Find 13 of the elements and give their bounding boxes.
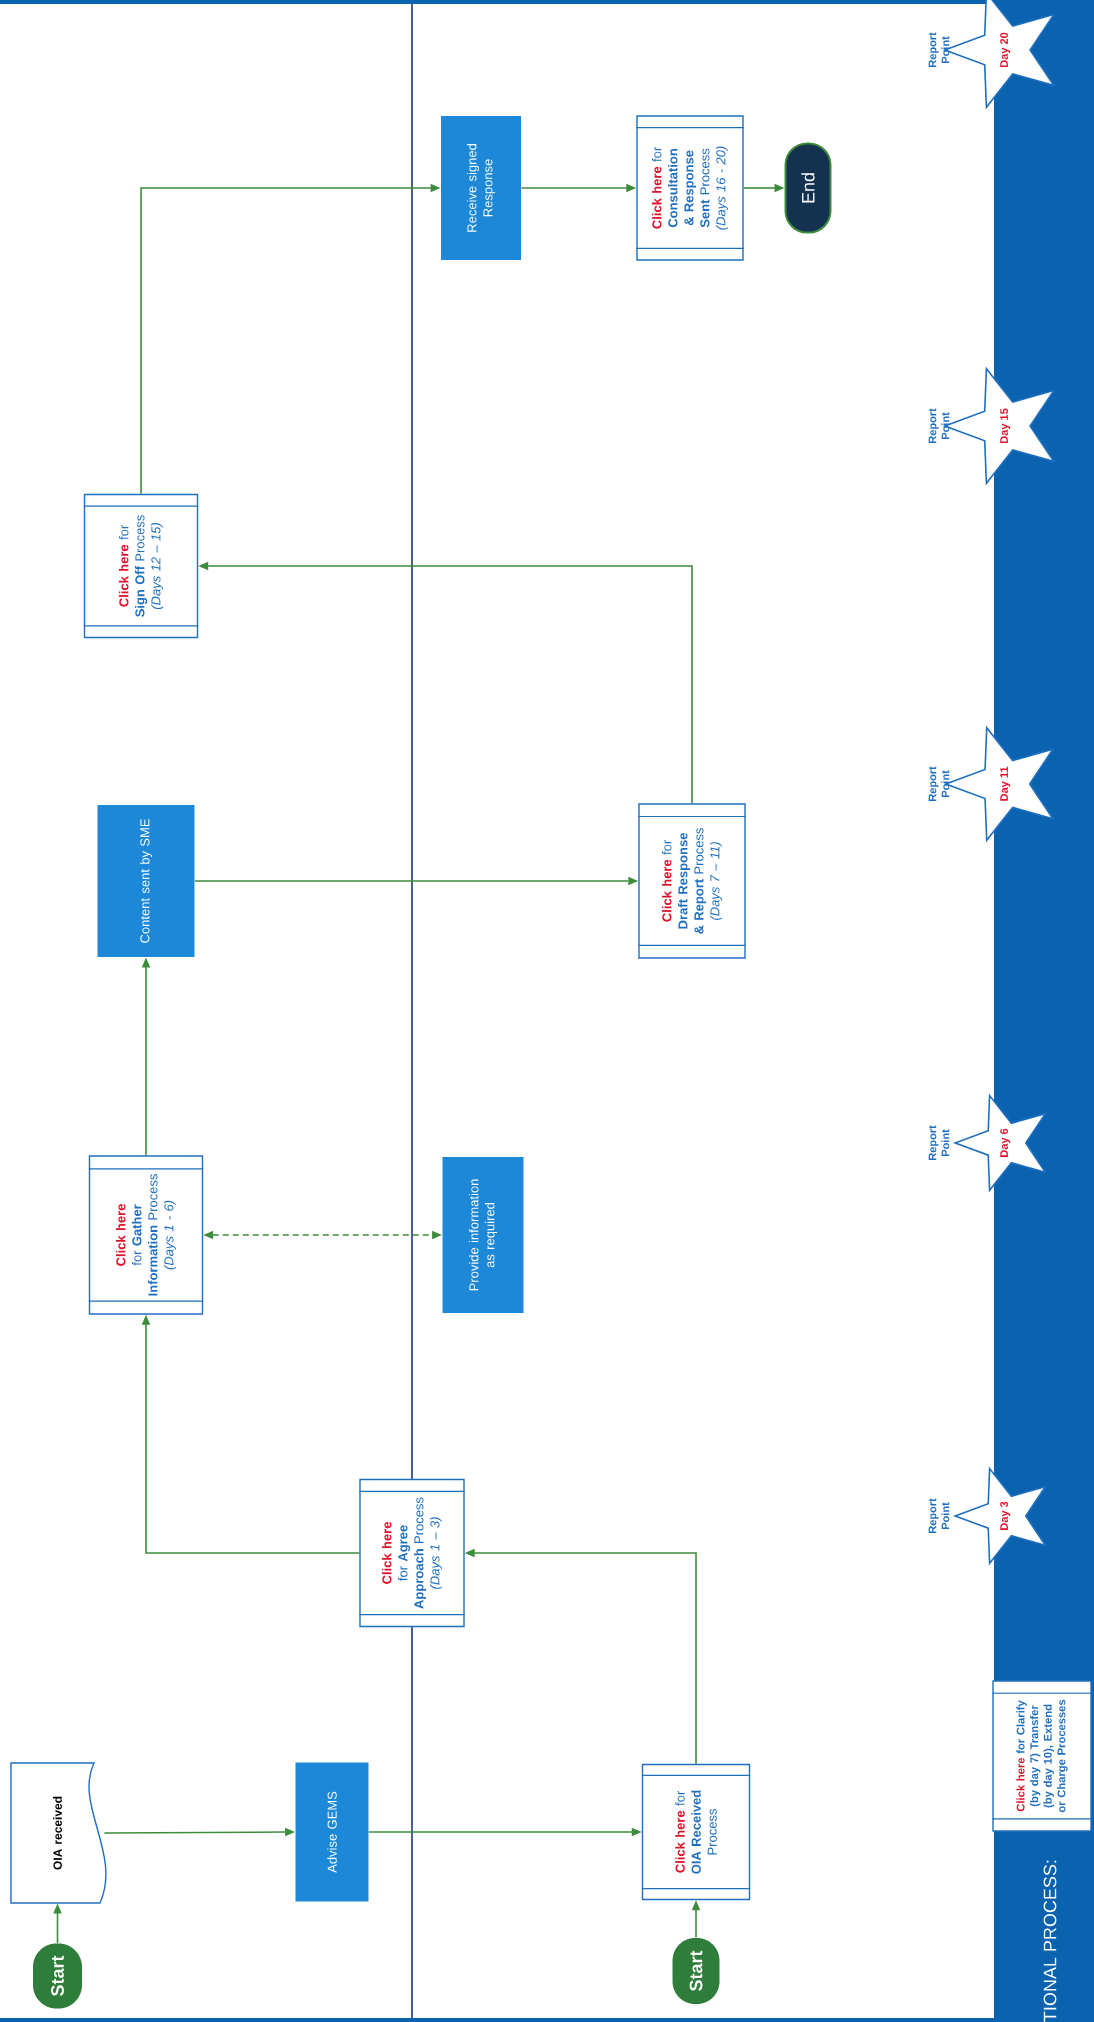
process-box: Receive signed Response: [441, 116, 521, 260]
star-caption: Report Point: [928, 1125, 950, 1160]
process-box: Provide information as required: [442, 1157, 524, 1313]
terminator-pill: Start: [672, 1938, 720, 2004]
terminator-pill: End: [784, 142, 832, 234]
star-caption: Report Point: [928, 766, 950, 801]
process-box: Advise GEMS: [295, 1762, 369, 1902]
process-box: Content sent by SME: [97, 805, 195, 957]
star-caption: Report Point: [928, 32, 950, 67]
star-caption: Report Point: [928, 1498, 950, 1533]
star-caption: Report Point: [928, 408, 950, 443]
section-heading: TIONAL PROCESS:: [1043, 1860, 1057, 2022]
terminator-pill: Start: [33, 1943, 82, 2009]
